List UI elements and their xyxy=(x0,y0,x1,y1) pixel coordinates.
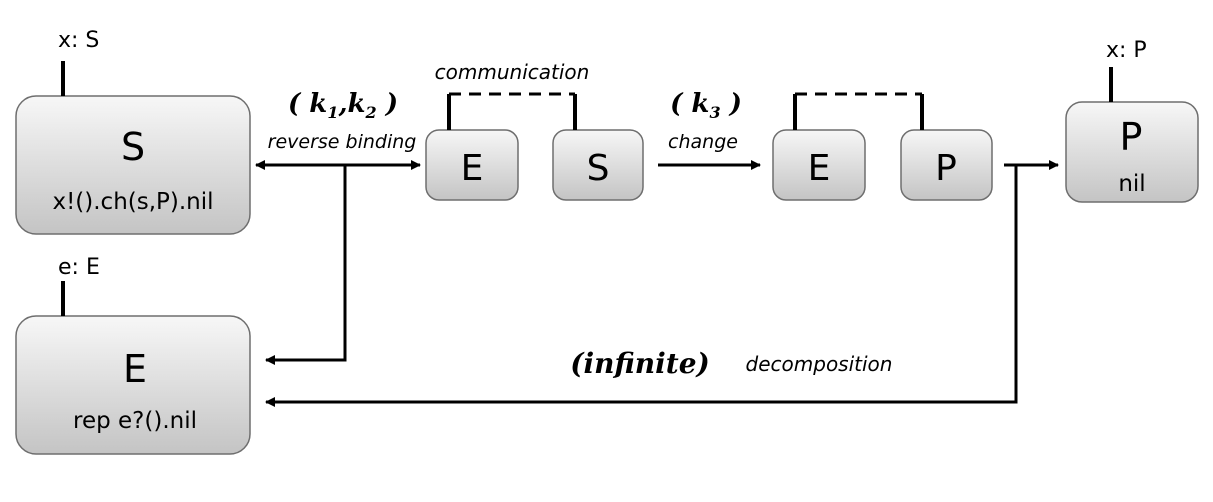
process-e-port-label: e: E xyxy=(58,255,100,280)
decomposition-label: decomposition xyxy=(746,352,893,376)
release-arrow xyxy=(265,165,347,365)
process-p-title: P xyxy=(1120,115,1143,159)
change-label: change xyxy=(668,131,738,153)
process-s-body: x!().ch(s,P).nil xyxy=(52,189,213,215)
process-p-port-label: x: P xyxy=(1106,38,1147,63)
process-e-title: E xyxy=(123,347,147,391)
complex-es-s-box xyxy=(552,129,644,201)
process-p-node: x: P P nil xyxy=(1065,38,1199,203)
communication-label: communication xyxy=(435,60,590,84)
process-s-node: x: S S x!().ch(s,P).nil xyxy=(15,28,251,235)
complex-ep-p-box xyxy=(900,129,993,201)
complex-ep-e-box xyxy=(772,129,866,201)
process-s-title: S xyxy=(121,125,145,169)
infinite-label: (infinite) xyxy=(570,347,710,380)
process-e-node: e: E E rep e?().nil xyxy=(15,255,251,455)
process-p-box xyxy=(1065,101,1199,203)
complex-es-s-label: S xyxy=(587,148,610,189)
rate-k3-label: ( k3 ) xyxy=(670,89,742,122)
reverse-binding-label: reverse binding xyxy=(268,131,417,153)
complex-es: E S communication xyxy=(425,60,644,201)
rate-k1-k2-label: ( k1,k2 ) xyxy=(288,89,398,122)
process-s-port-label: x: S xyxy=(58,28,99,53)
complex-ep-p-label: P xyxy=(935,148,957,189)
process-e-box xyxy=(15,315,251,455)
process-s-box xyxy=(15,95,251,235)
complex-es-e-box xyxy=(425,129,519,201)
complex-ep-e-label: E xyxy=(808,148,831,189)
process-e-body: rep e?().nil xyxy=(73,408,197,434)
process-p-body: nil xyxy=(1118,171,1145,197)
complex-ep: E P xyxy=(772,92,993,201)
complex-es-e-label: E xyxy=(461,148,484,189)
decomposition-to-e-arrow xyxy=(265,165,1018,407)
